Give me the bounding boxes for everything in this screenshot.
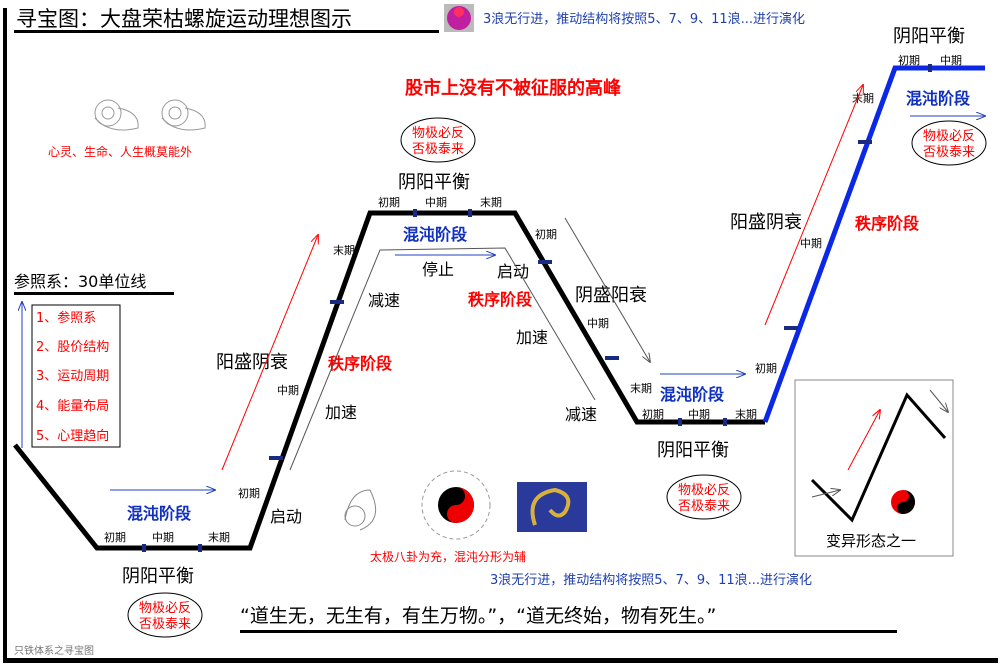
balance-label: 阴阳平衡 xyxy=(122,566,194,587)
bagua-taiji-icon xyxy=(421,470,491,540)
balance-label: 阴阳平衡 xyxy=(893,26,965,47)
order-label: 秩序阶段 xyxy=(855,214,920,233)
extreme-reversal-ellipse: 物极必反 否极泰来 xyxy=(400,117,476,163)
bottom-border xyxy=(3,658,998,663)
label-early: 初期 xyxy=(104,530,126,544)
svg-text:否极泰来: 否极泰来 xyxy=(678,499,730,514)
balance-label: 阴阳平衡 xyxy=(657,440,729,461)
label-mid: 中期 xyxy=(152,531,174,544)
reference-item: 1、参照系 xyxy=(36,310,96,326)
label-late: 末期 xyxy=(208,530,230,544)
quote-underline xyxy=(240,630,897,633)
label-early: 初期 xyxy=(642,407,664,421)
chaos-label: 混沌阶段 xyxy=(403,225,468,244)
reference-item: 4、能量布局 xyxy=(36,399,109,414)
svg-text:否极泰来: 否极泰来 xyxy=(412,142,464,157)
headline: 股市上没有不被征服的高峰 xyxy=(404,77,622,99)
shell-caption: 心灵、生命、人生概莫能外 xyxy=(48,144,192,159)
label-mid: 中期 xyxy=(425,196,447,209)
label-late: 末期 xyxy=(480,195,502,209)
label-early: 初期 xyxy=(535,227,557,241)
svg-text:物极必反: 物极必反 xyxy=(678,483,730,498)
speed-stop: 停止 xyxy=(422,260,454,279)
svg-text:否极泰来: 否极泰来 xyxy=(139,617,191,632)
label-mid: 中期 xyxy=(688,408,710,421)
chaos-label: 混沌阶段 xyxy=(660,385,725,404)
yin-yang-logo-icon xyxy=(444,4,474,32)
tick-marks xyxy=(142,64,932,552)
order-label: 秩序阶段 xyxy=(468,290,533,309)
top-note: 3浪无行进，推动结构将按照5、7、9、11浪...进行演化 xyxy=(483,11,805,27)
label-mid: 中期 xyxy=(940,54,962,67)
order-label: 秩序阶段 xyxy=(328,354,393,373)
reference-underline xyxy=(14,292,174,295)
svg-text:物极必反: 物极必反 xyxy=(139,601,191,616)
footer: 只铁体系之寻宝图 xyxy=(14,644,94,657)
nautilus-shell-icon xyxy=(344,489,377,531)
speed-decelerate: 减速 xyxy=(565,405,597,424)
speed-start: 启动 xyxy=(270,507,302,526)
extreme-reversal-ellipse: 物极必反 否极泰来 xyxy=(666,474,742,520)
speed-accelerate: 加速 xyxy=(516,328,548,347)
label-mid: 中期 xyxy=(277,384,299,397)
svg-text:否极泰来: 否极泰来 xyxy=(923,145,975,160)
label-early: 初期 xyxy=(238,486,260,500)
extreme-reversal-ellipse: 物极必反 否极泰来 xyxy=(911,120,987,166)
reference-box xyxy=(31,304,121,448)
direction-arrows xyxy=(110,85,985,490)
variant-box: 变异形态之一 xyxy=(794,379,954,557)
page-title: 寻宝图：大盘荣枯螺旋运动理想图示 xyxy=(16,7,352,31)
label-late: 末期 xyxy=(333,243,355,257)
golden-spiral-image xyxy=(517,482,587,532)
extreme-reversal-ellipse: 物极必反 否极泰来 xyxy=(127,592,203,638)
label-early: 初期 xyxy=(755,361,777,375)
label-mid: 中期 xyxy=(800,237,822,250)
cycle-path-black xyxy=(13,210,765,551)
reference-item: 3、运动周期 xyxy=(36,369,109,384)
balance-label: 阴阳平衡 xyxy=(398,172,470,193)
chaos-label: 混沌阶段 xyxy=(127,504,192,523)
title-underline xyxy=(14,30,439,33)
left-border xyxy=(3,8,7,663)
label-late: 末期 xyxy=(630,381,652,395)
svg-text:物极必反: 物极必反 xyxy=(412,126,464,141)
speed-accelerate: 加速 xyxy=(325,403,357,422)
taiji-caption: 太极八卦为充，混沌分形为辅 xyxy=(370,549,526,564)
bottom-note: 3浪无行进，推动结构将按照5、7、9、11浪...进行演化 xyxy=(490,572,812,588)
reference-item: 5、心理趋向 xyxy=(36,428,109,444)
variant-caption: 变异形态之一 xyxy=(826,532,916,550)
chaos-label: 混沌阶段 xyxy=(906,89,971,108)
svg-text:物极必反: 物极必反 xyxy=(923,129,975,144)
reference-item: 2、股价结构 xyxy=(36,340,109,355)
yang-strong-label: 阳盛阴衰 xyxy=(216,352,288,373)
reference-heading: 参照系：30单位线 xyxy=(14,272,146,291)
yin-yang-icon xyxy=(891,490,915,514)
quote: “道生无，无生有，有生万物。”，“道无终始，物有死生。” xyxy=(240,605,716,627)
label-early: 初期 xyxy=(898,53,920,67)
speed-decelerate: 减速 xyxy=(368,291,400,310)
label-late: 末期 xyxy=(735,407,757,421)
speed-start: 启动 xyxy=(497,262,529,281)
nautilus-shell-icon xyxy=(94,99,206,131)
cycle-path-blue xyxy=(762,65,985,423)
label-early: 初期 xyxy=(378,195,400,209)
yang-strong-label: 阳盛阴衰 xyxy=(730,212,802,233)
label-mid: 中期 xyxy=(587,317,609,330)
